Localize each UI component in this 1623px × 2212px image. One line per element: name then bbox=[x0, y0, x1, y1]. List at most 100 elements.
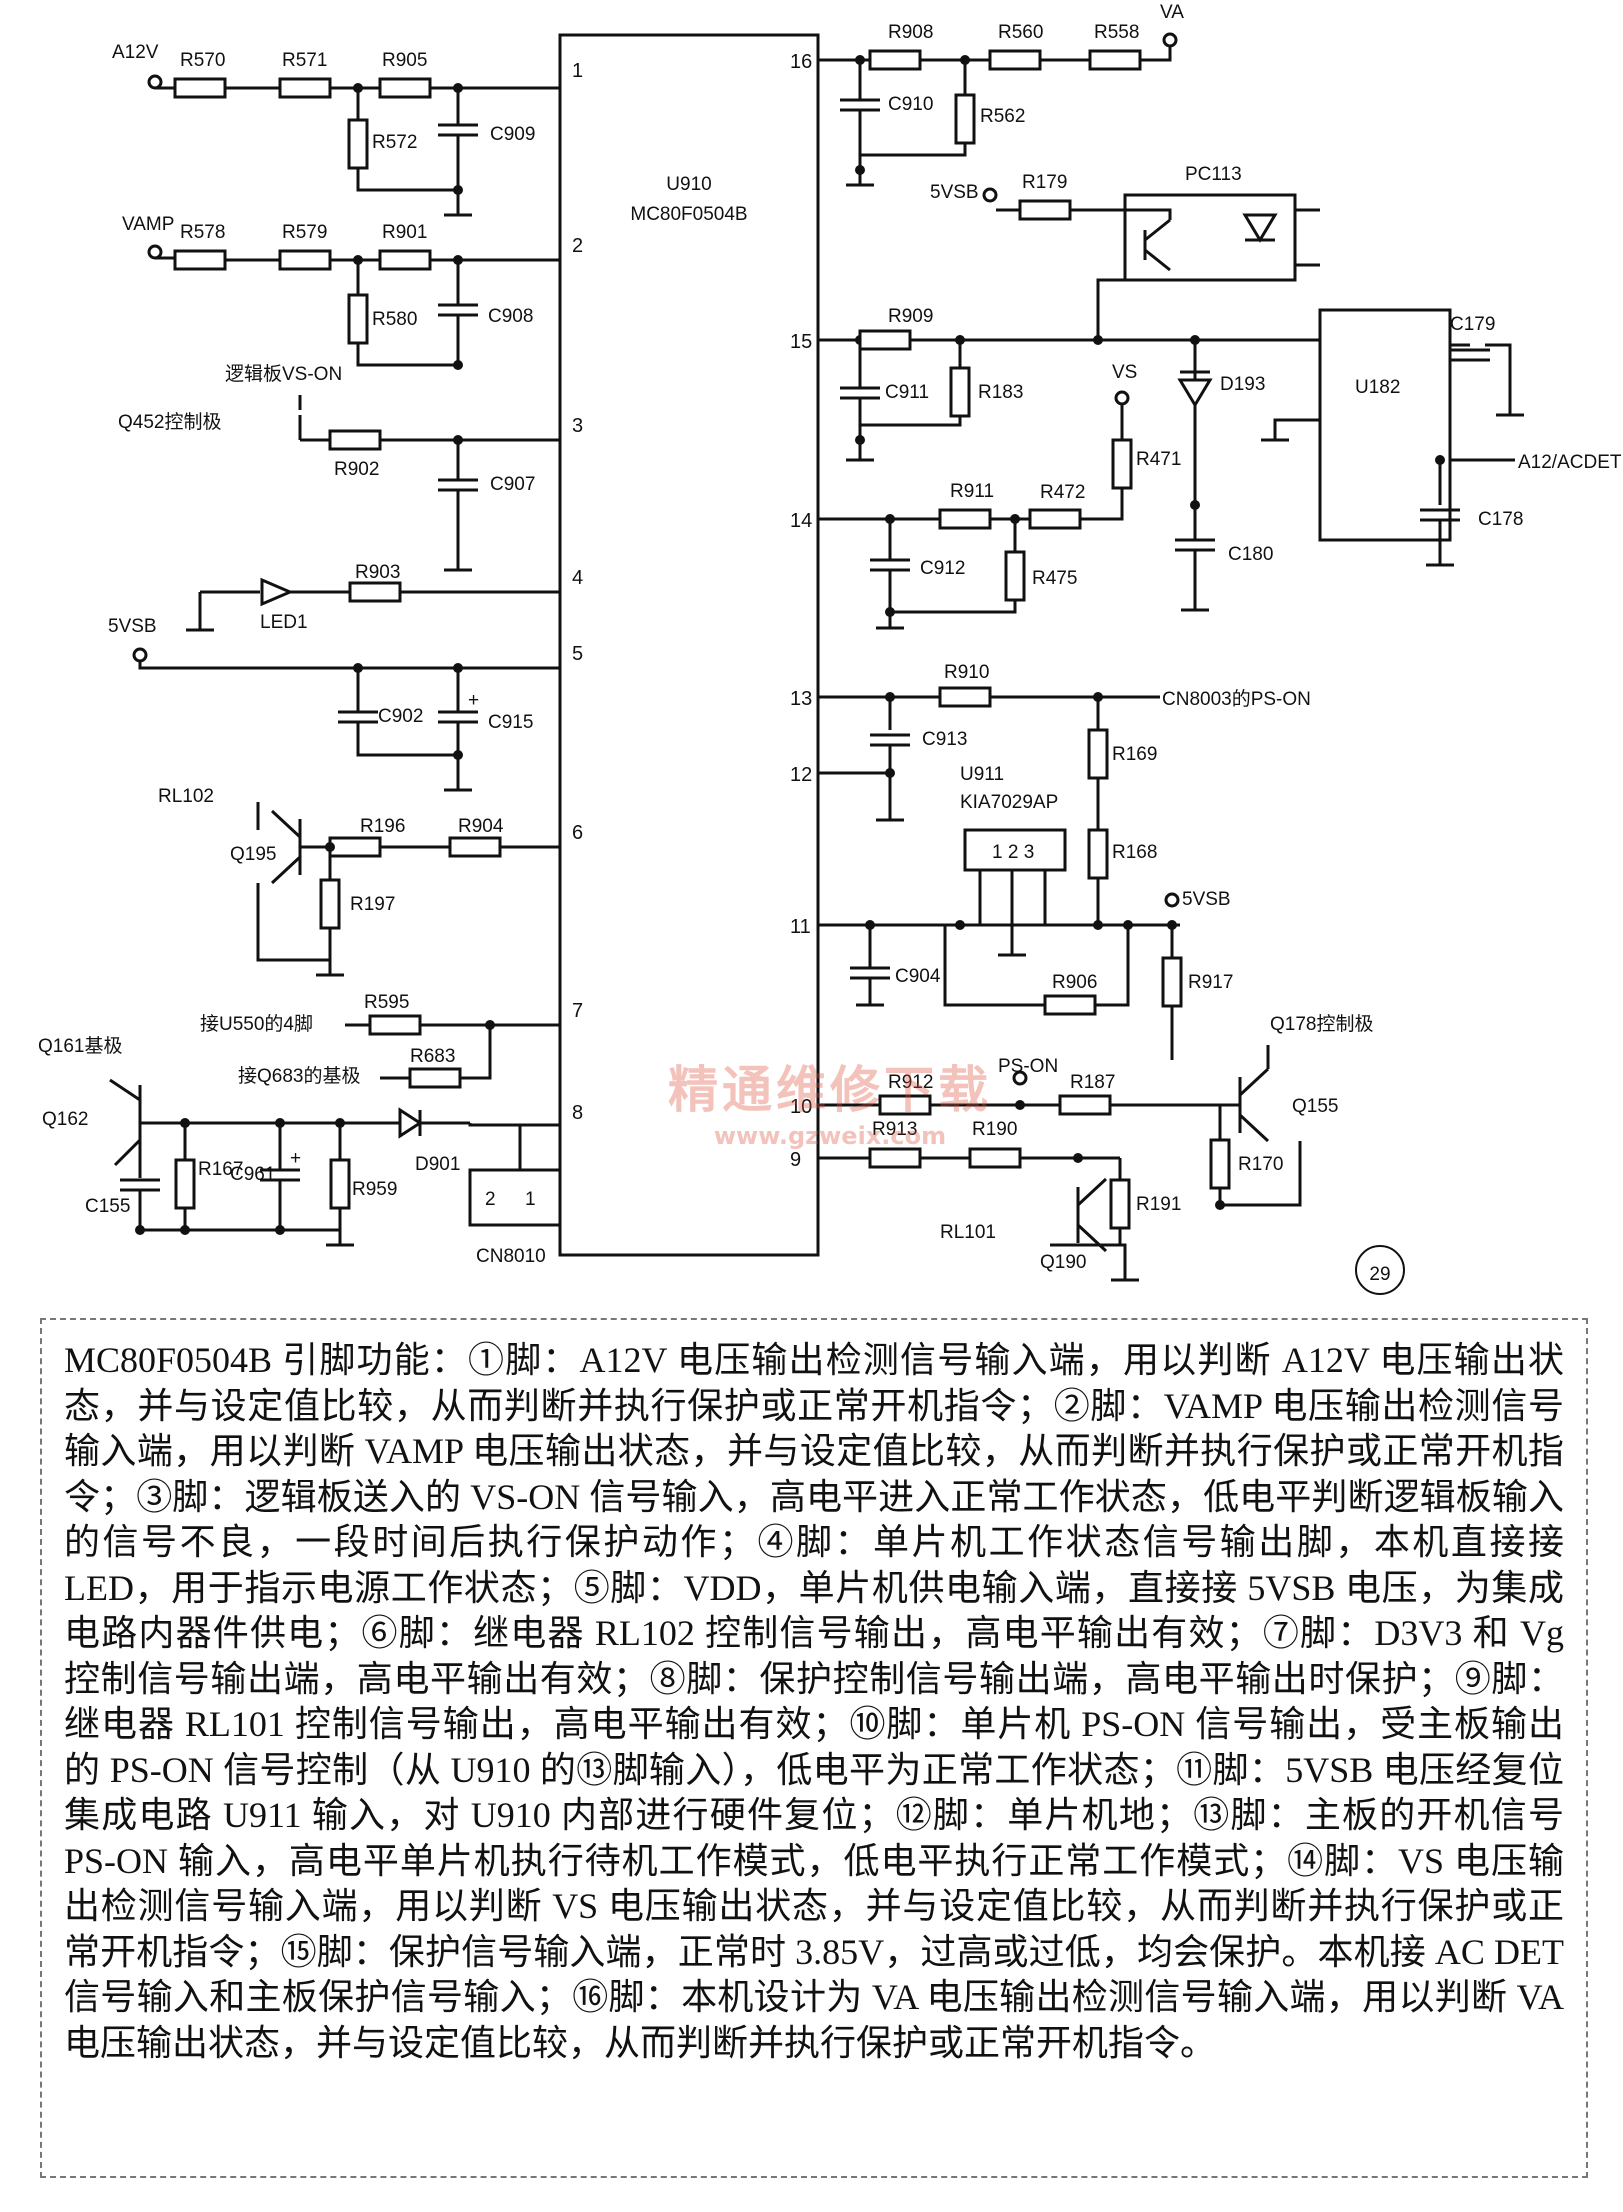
label-r913: R913 bbox=[872, 1119, 917, 1140]
description-text: MC80F0504B 引脚功能：①脚：A12V 电压输出检测信号输入端，用以判断… bbox=[64, 1340, 1564, 2063]
wire bbox=[1050, 1243, 1127, 1280]
wire bbox=[1125, 208, 1172, 220]
pin-number: 1 bbox=[572, 60, 583, 82]
label-u911: U911 bbox=[960, 764, 1004, 785]
diode-d901 bbox=[398, 1107, 423, 1139]
label-c908: C908 bbox=[488, 306, 533, 327]
resistor-r183 bbox=[949, 366, 971, 418]
pin-number: 13 bbox=[790, 688, 812, 710]
resistor-r187 bbox=[1058, 1094, 1112, 1116]
wire bbox=[138, 662, 560, 670]
label-r578: R578 bbox=[180, 222, 225, 243]
resistor-r902 bbox=[328, 429, 382, 451]
label-a12_acdet: A12/ACDET bbox=[1518, 452, 1622, 473]
wire bbox=[890, 600, 1017, 614]
pin-number: 2 bbox=[572, 235, 583, 257]
label-led1: LED1 bbox=[260, 612, 308, 633]
resistor-r472 bbox=[1028, 508, 1082, 530]
label-c911: C911 bbox=[885, 382, 929, 403]
label-r902: R902 bbox=[334, 459, 379, 480]
label-ps_on: PS-ON bbox=[998, 1056, 1058, 1077]
schematic-diagram: U910MC80F0504B12345678910111213141516A12… bbox=[38, 2, 1622, 1295]
connector-cn8010 bbox=[468, 1168, 562, 1227]
wire bbox=[1273, 418, 1320, 440]
junction-dot bbox=[275, 1225, 285, 1235]
ic-u182 bbox=[1318, 308, 1452, 542]
wire bbox=[468, 1123, 522, 1170]
label-q190: Q190 bbox=[1040, 1252, 1086, 1273]
terminal bbox=[147, 74, 163, 90]
junction-dot bbox=[1215, 1200, 1225, 1210]
label-r472: R472 bbox=[1040, 482, 1085, 503]
resistor-r910 bbox=[938, 686, 992, 708]
figure-number: 29 bbox=[1369, 1264, 1390, 1285]
label-r475: R475 bbox=[1032, 568, 1077, 589]
label-vs: VS bbox=[1112, 362, 1137, 383]
ic-u911 bbox=[963, 828, 1067, 872]
pin-number: 4 bbox=[572, 567, 583, 589]
pin-number: 11 bbox=[790, 916, 811, 938]
label-r471: R471 bbox=[1136, 449, 1181, 470]
resistor-r571 bbox=[278, 77, 332, 99]
label-c910: C910 bbox=[888, 94, 933, 115]
resistor-r906 bbox=[1043, 994, 1097, 1016]
label-r168: R168 bbox=[1112, 842, 1157, 863]
label-r183: R183 bbox=[978, 382, 1023, 403]
resistor-r903 bbox=[348, 581, 402, 603]
wire bbox=[1485, 343, 1512, 415]
label-r562: R562 bbox=[980, 106, 1025, 127]
wire bbox=[1140, 45, 1172, 62]
wire bbox=[1144, 248, 1171, 272]
pin-number: 7 bbox=[572, 1000, 583, 1022]
led1-symbol bbox=[260, 577, 294, 607]
pin-number: 5 bbox=[572, 643, 583, 665]
resistor-r683 bbox=[408, 1067, 462, 1089]
wire bbox=[1096, 278, 1135, 340]
label-r187: R187 bbox=[1070, 1072, 1115, 1093]
label-r190: R190 bbox=[972, 1119, 1017, 1140]
label-r570: R570 bbox=[180, 50, 225, 71]
junction-dot bbox=[1093, 920, 1103, 930]
label-r197: R197 bbox=[350, 894, 395, 915]
wire bbox=[1218, 1141, 1302, 1207]
resistor-r558 bbox=[1088, 49, 1142, 71]
resistor-r959 bbox=[329, 1158, 351, 1210]
wire bbox=[1144, 218, 1171, 242]
pin-number: 6 bbox=[572, 822, 583, 844]
ic-u910-body bbox=[558, 33, 820, 1257]
junction-dot bbox=[135, 1225, 145, 1235]
junction-dot bbox=[453, 750, 463, 760]
wire bbox=[1238, 1113, 1270, 1143]
resistor-r570 bbox=[173, 77, 227, 99]
resistor-r196 bbox=[328, 836, 382, 858]
label-c915: C915 bbox=[488, 712, 533, 733]
wire bbox=[109, 1078, 141, 1102]
pin-function-description: MC80F0504B 引脚功能：①脚：A12V 电压输出检测信号输入端，用以判断… bbox=[40, 1318, 1588, 2178]
watermark-url: www.gzweix.com bbox=[713, 1122, 947, 1150]
resistor-r562 bbox=[954, 93, 976, 145]
wire bbox=[113, 1138, 142, 1167]
junction-dot bbox=[453, 360, 463, 370]
terminal bbox=[147, 244, 163, 260]
junction-dot bbox=[1093, 335, 1103, 345]
wire bbox=[270, 809, 302, 839]
pin-number: 12 bbox=[790, 764, 812, 786]
label-r169: R169 bbox=[1112, 744, 1157, 765]
pin-number: 16 bbox=[790, 51, 812, 73]
wire bbox=[356, 722, 458, 757]
label-c180: C180 bbox=[1228, 544, 1273, 565]
wire bbox=[356, 343, 458, 367]
label-r904: R904 bbox=[458, 816, 504, 837]
resistor-r169 bbox=[1087, 728, 1109, 780]
label-c913: C913 bbox=[922, 729, 967, 750]
label-r912: R912 bbox=[888, 1072, 933, 1093]
label-r910: R910 bbox=[944, 662, 989, 683]
pin-number: 9 bbox=[790, 1149, 801, 1171]
label-r917: R917 bbox=[1188, 972, 1233, 993]
resistor-r578 bbox=[173, 249, 227, 271]
resistor-r595 bbox=[368, 1014, 422, 1036]
label-5vsb_right: 5VSB bbox=[1182, 889, 1231, 910]
label-r911: R911 bbox=[950, 481, 994, 502]
label-r683: R683 bbox=[410, 1046, 455, 1067]
label-c904: C904 bbox=[895, 966, 941, 987]
